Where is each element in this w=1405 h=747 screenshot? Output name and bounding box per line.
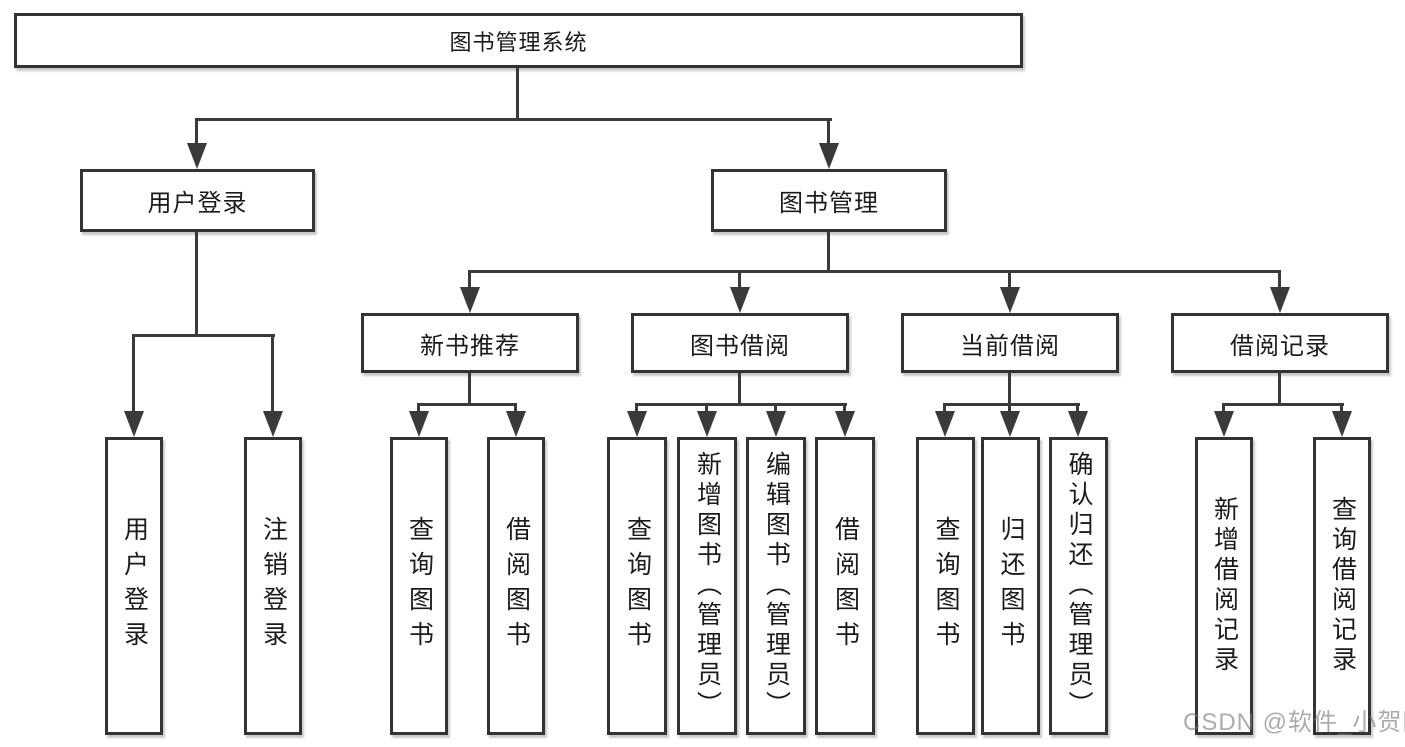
- node-leaf-query-borrow-record: 查询借阅记录: [1313, 437, 1371, 735]
- connector-borrowing-rail: [635, 403, 847, 406]
- connector-stub: [1076, 403, 1079, 412]
- node-label: 借阅图书: [831, 516, 860, 656]
- connector-stub: [1008, 403, 1011, 412]
- node-leaf-borrow-books-1: 借阅图书: [487, 437, 545, 735]
- node-label: 查询借阅记录: [1328, 496, 1357, 676]
- node-label: 借阅图书: [502, 516, 531, 656]
- arrow-down-icon: [263, 411, 283, 437]
- node-label: 用户登录: [120, 516, 149, 656]
- connector-branch-records: [1278, 270, 1281, 289]
- arrow-down-icon: [409, 411, 429, 437]
- connector-newbooks-stem: [468, 373, 471, 405]
- node-label: 查询图书: [932, 516, 960, 656]
- connector-branch-borrowing: [738, 270, 741, 289]
- arrow-down-icon: [506, 411, 526, 437]
- arrow-down-icon: [697, 411, 717, 437]
- connector-root-stem: [516, 68, 519, 120]
- node-label: 用户登录: [147, 190, 248, 217]
- arrow-down-icon: [1214, 411, 1234, 437]
- node-label: 图书管理: [779, 190, 879, 217]
- connector-branch-user-login: [195, 118, 198, 145]
- node-leaf-user-login: 用户登录: [105, 437, 163, 735]
- arrow-down-icon: [835, 411, 855, 437]
- node-label: 图书借阅: [690, 332, 790, 360]
- node-label: 查询图书: [623, 516, 652, 656]
- arrow-down-icon: [1000, 411, 1020, 437]
- node-label: 图书管理系统: [449, 29, 588, 55]
- connector-stub: [943, 403, 946, 412]
- connector-userlogin-stem: [195, 232, 198, 336]
- node-book-borrowing: 图书借阅: [631, 313, 849, 373]
- connector-stub: [635, 403, 638, 412]
- connector-stub: [514, 403, 517, 412]
- arrow-down-icon: [1332, 411, 1352, 437]
- node-leaf-query-books-2: 查询图书: [607, 437, 667, 735]
- node-root-book-management-system: 图书管理系统: [14, 13, 1023, 68]
- node-label: 新增图书（管理员）: [693, 451, 722, 721]
- connector-userlogin-leaf1: [132, 334, 135, 412]
- node-leaf-edit-books-admin: 编辑图书（管理员）: [746, 437, 806, 735]
- arrow-down-icon: [935, 411, 955, 437]
- connector-current-rail: [943, 403, 1080, 406]
- node-label: 借阅记录: [1230, 332, 1330, 360]
- connector-newbooks-rail: [417, 403, 517, 406]
- connector-borrowing-stem: [738, 373, 741, 405]
- connector-bookmgmt-rail: [469, 270, 1281, 273]
- arrow-down-icon: [819, 143, 839, 169]
- arrow-down-icon: [460, 287, 480, 313]
- node-leaf-borrow-books-2: 借阅图书: [815, 437, 875, 735]
- connector-bookmgmt-stem: [827, 232, 830, 273]
- arrow-down-icon: [766, 411, 786, 437]
- connector-userlogin-rail: [132, 334, 275, 337]
- node-label: 注销登录: [259, 516, 288, 656]
- connector-stub: [1222, 403, 1225, 412]
- node-user-login-branch: 用户登录: [80, 169, 315, 232]
- arrow-down-icon: [627, 411, 647, 437]
- arrow-down-icon: [187, 143, 207, 169]
- node-label: 新增借阅记录: [1210, 496, 1239, 676]
- connector-stub: [774, 403, 777, 412]
- node-leaf-add-borrow-record: 新增借阅记录: [1195, 437, 1253, 735]
- connector-branch-new-books: [468, 270, 471, 289]
- node-book-management-branch: 图书管理: [711, 169, 947, 232]
- connector-root-rail: [196, 118, 832, 121]
- connector-branch-book-mgmt: [827, 118, 830, 145]
- csdn-watermark: CSDN @软件_小贺同学: [1183, 709, 1405, 736]
- connector-current-stem: [1008, 373, 1011, 405]
- connector-userlogin-leaf2: [271, 334, 274, 412]
- node-label: 编辑图书（管理员）: [762, 451, 791, 721]
- node-label: 归还图书: [997, 516, 1025, 656]
- connector-records-rail: [1222, 403, 1344, 406]
- connector-records-stem: [1278, 373, 1281, 405]
- node-leaf-add-books-admin: 新增图书（管理员）: [677, 437, 737, 735]
- node-leaf-query-books-3: 查询图书: [916, 437, 975, 735]
- arrow-down-icon: [730, 287, 750, 313]
- node-leaf-logout: 注销登录: [244, 437, 302, 735]
- connector-stub: [417, 403, 420, 412]
- arrow-down-icon: [124, 411, 144, 437]
- connector-branch-current: [1008, 270, 1011, 289]
- node-new-book-recommend: 新书推荐: [361, 313, 579, 373]
- node-label: 当前借阅: [960, 332, 1060, 360]
- node-label: 查询图书: [405, 516, 434, 656]
- node-leaf-query-books-1: 查询图书: [390, 437, 448, 735]
- node-leaf-confirm-return-admin: 确认归还（管理员）: [1049, 437, 1108, 735]
- connector-stub: [843, 403, 846, 412]
- connector-stub: [1340, 403, 1343, 412]
- node-label: 确认归还（管理员）: [1065, 451, 1093, 721]
- node-borrowing-records: 借阅记录: [1171, 313, 1389, 373]
- arrow-down-icon: [1000, 287, 1020, 313]
- node-label: 新书推荐: [420, 332, 520, 360]
- arrow-down-icon: [1068, 411, 1088, 437]
- node-current-borrowing: 当前借阅: [901, 313, 1119, 373]
- connector-stub: [705, 403, 708, 412]
- node-leaf-return-books: 归还图书: [981, 437, 1040, 735]
- arrow-down-icon: [1270, 287, 1290, 313]
